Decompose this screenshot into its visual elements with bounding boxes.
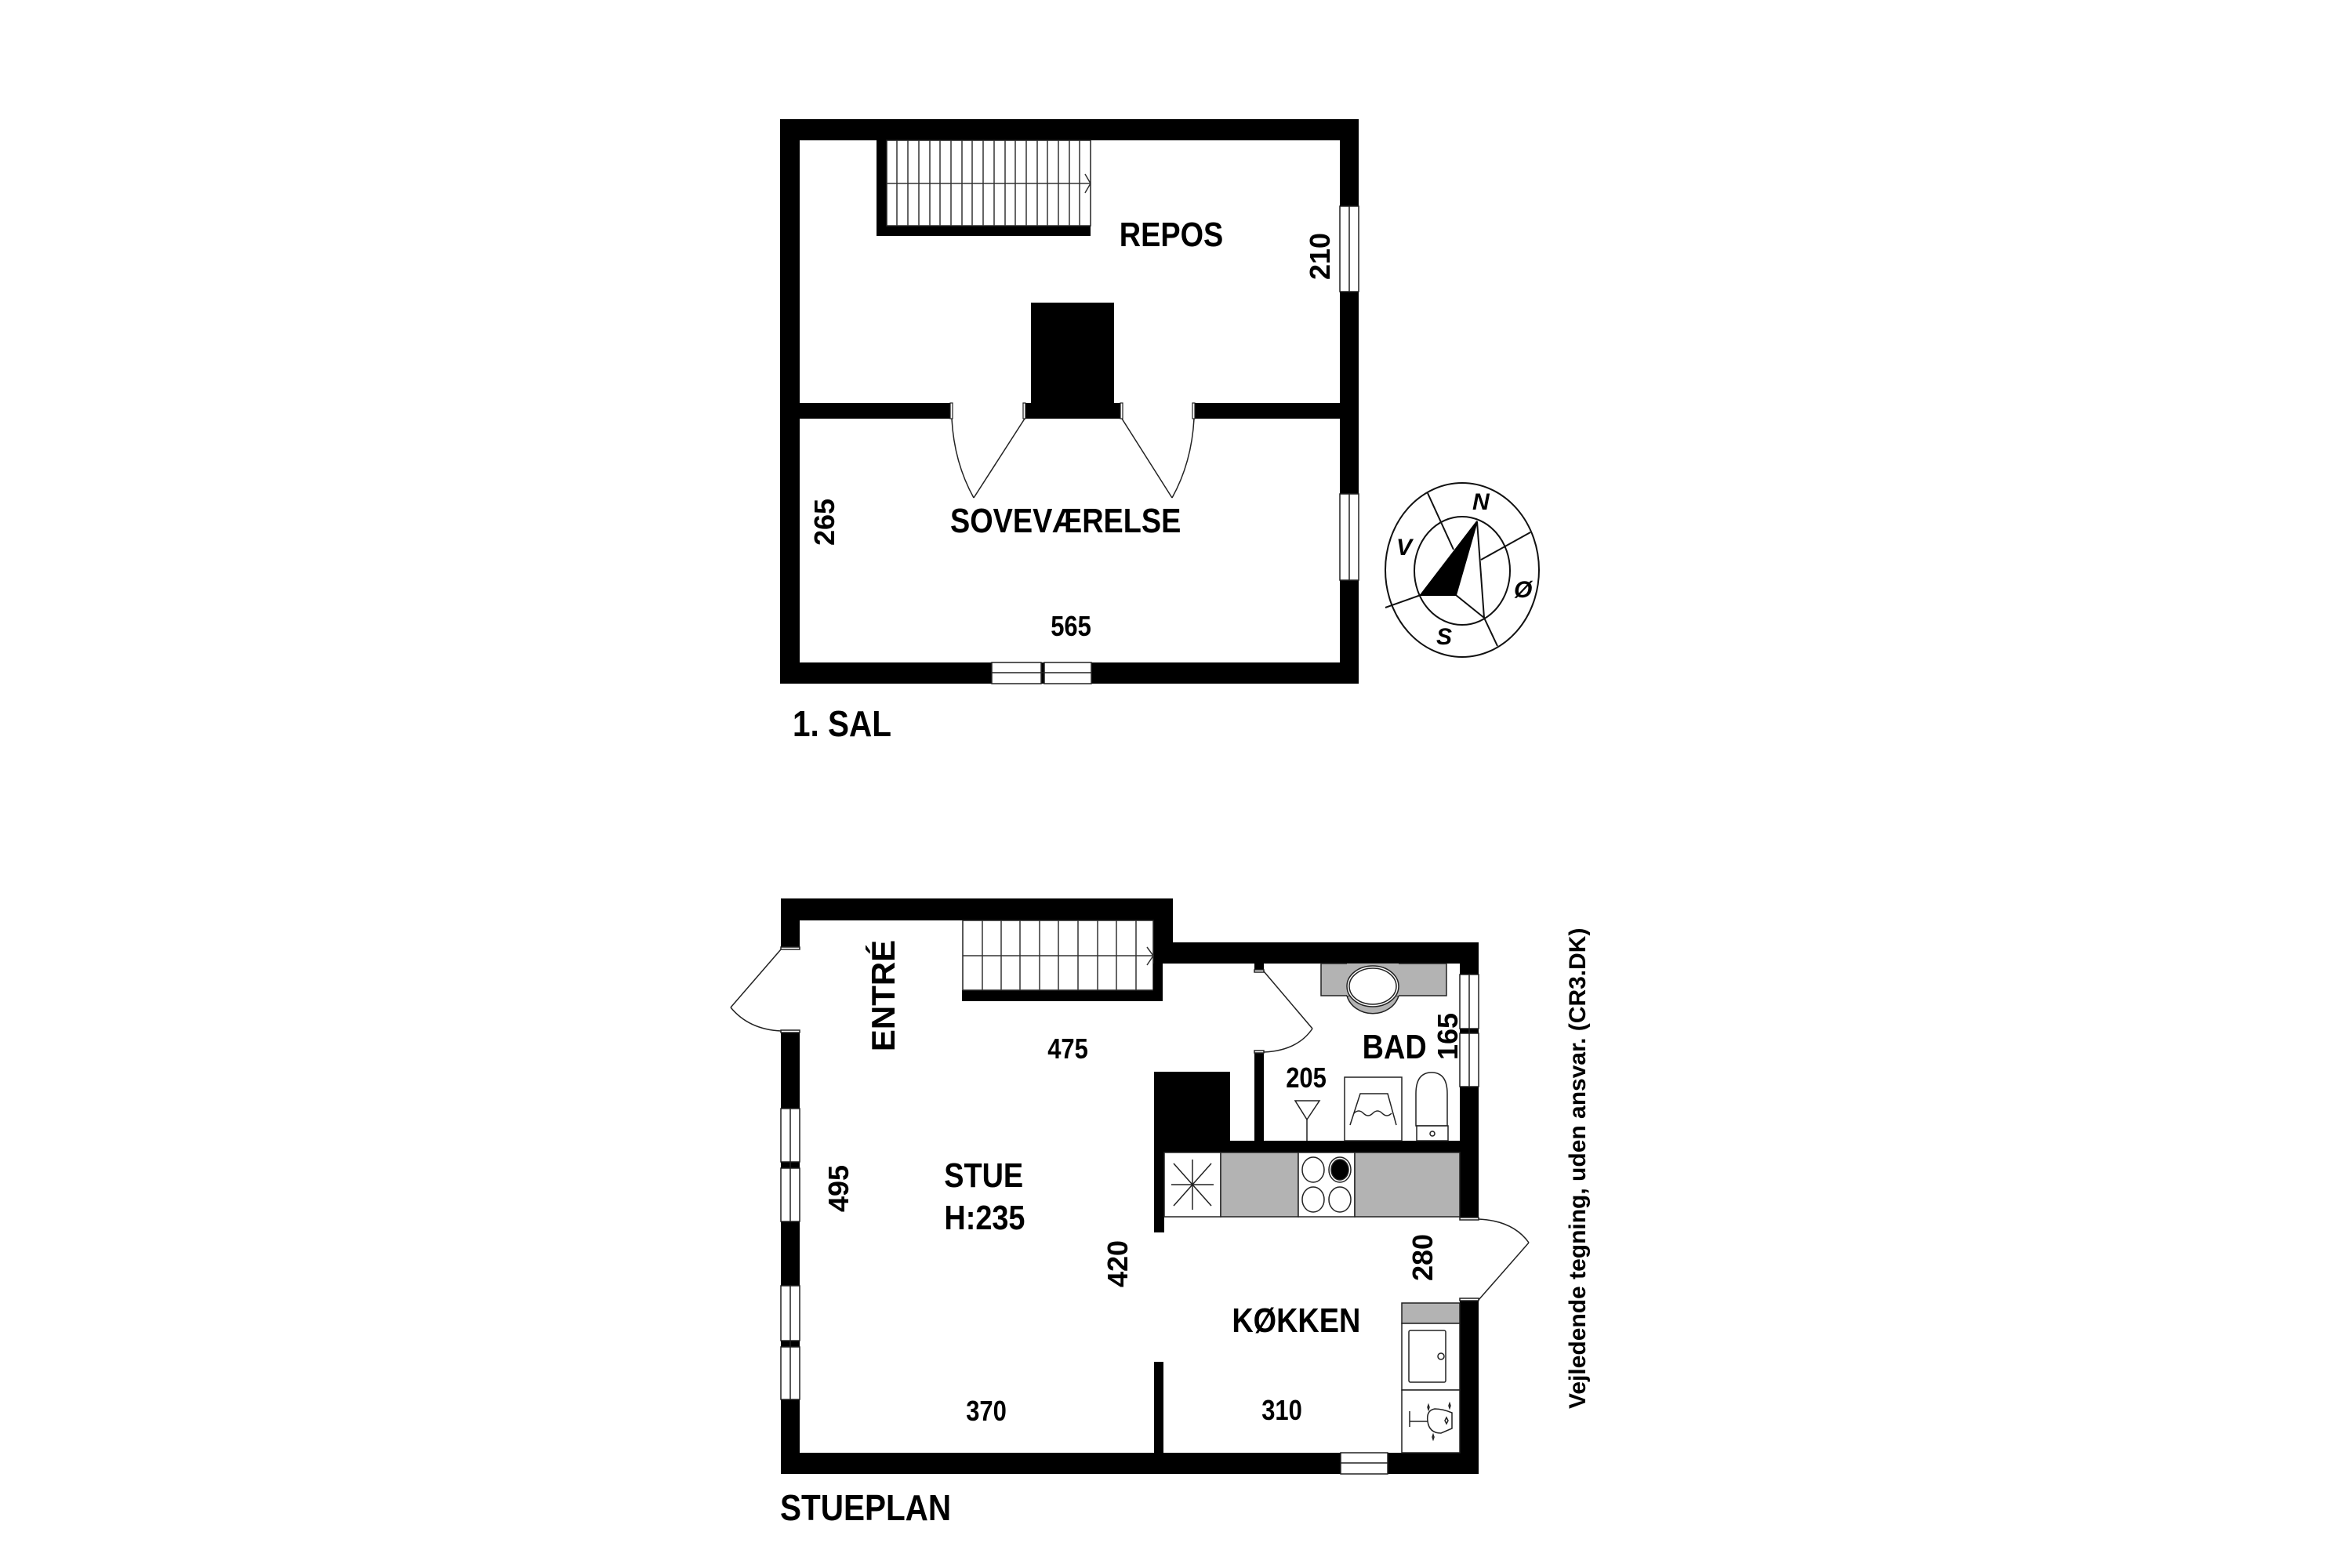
- bath-door: [1254, 969, 1313, 1054]
- room-label-entre: ENTRÉ: [865, 939, 902, 1052]
- room-height-label: H:235: [944, 1199, 1025, 1237]
- ground-wall-top-left: [781, 898, 1173, 920]
- bath-wall-left-stub: [1254, 964, 1264, 971]
- ground-wall-right-a: [1460, 942, 1479, 975]
- bath-toilet: [1415, 1072, 1449, 1142]
- ground-window-left-2: [780, 1285, 800, 1400]
- disclaimer-note: Vejledende tegning, uden ansvar. (CR3.DK…: [1565, 927, 1591, 1409]
- room-label-kokken: KØKKEN: [1232, 1301, 1361, 1340]
- dishwasher-icon: [1409, 1401, 1453, 1442]
- ground-wall-bottom-a: [781, 1453, 1341, 1474]
- kitchen-wall-stub-left: [1154, 1141, 1164, 1232]
- dimension-label-495: 495: [822, 1164, 855, 1213]
- kitchen-counter-right-run: [1401, 1302, 1461, 1454]
- kitchen-sink-icon: [1408, 1330, 1446, 1383]
- dimension-label-210: 210: [1304, 232, 1337, 281]
- floor-title-1-sal: 1. SAL: [793, 703, 891, 744]
- upper-floor-plan: [780, 119, 1359, 684]
- upper-wall-bottom-a: [780, 662, 992, 684]
- ground-wall-right-c: [1460, 1300, 1479, 1474]
- compass-east-label: Ø: [1514, 577, 1533, 603]
- upper-window-right-top: [1339, 205, 1359, 292]
- dimension-label-310: 310: [1261, 1394, 1302, 1426]
- compass-south-label: S: [1436, 624, 1453, 650]
- dimension-label-280: 280: [1406, 1233, 1439, 1282]
- floor-title-stueplan: STUEPLAN: [780, 1487, 952, 1528]
- dimension-label-565: 565: [1051, 610, 1091, 642]
- bath-wall-bottom: [1164, 1141, 1460, 1152]
- bath-washing-machine: [1344, 1076, 1403, 1142]
- room-label-stue: STUE: [944, 1156, 1024, 1195]
- dimension-label-420: 420: [1102, 1240, 1134, 1288]
- bath-shower-drain: [1294, 1100, 1321, 1141]
- upper-wall-right-a: [1340, 119, 1359, 206]
- upper-wall-top: [780, 119, 1359, 140]
- ground-window-bath: [1459, 974, 1479, 1087]
- kitchen-partition-stub: [1154, 1362, 1163, 1453]
- room-label-sovevaerelse: SOVEVÆRELSE: [949, 502, 1181, 540]
- ground-window-kitchen: [1340, 1452, 1388, 1475]
- upper-wall-bottom-c: [1091, 662, 1359, 684]
- compass-rose: [1385, 482, 1540, 658]
- upper-door-left: [951, 418, 1025, 499]
- upper-interior-wall-left: [800, 403, 950, 419]
- upper-wall-left: [780, 119, 800, 684]
- upper-interior-wall-right: [1194, 403, 1340, 419]
- upper-window-right-bottom: [1339, 493, 1359, 581]
- ground-wall-right-b: [1460, 1087, 1479, 1218]
- kitchen-counter-top-run: [1163, 1152, 1461, 1218]
- kitchen-back-door: [1459, 1217, 1530, 1301]
- bath-sink-counter: [1320, 963, 1447, 1014]
- dimension-label-265: 265: [808, 498, 841, 546]
- dimension-label-475: 475: [1047, 1033, 1088, 1065]
- dimension-label-370: 370: [966, 1395, 1007, 1427]
- upper-wall-right-b: [1340, 292, 1359, 494]
- upper-chimney: [1031, 303, 1114, 419]
- ground-wall-left-b: [781, 1031, 800, 1109]
- dimension-label-205: 205: [1286, 1062, 1327, 1094]
- room-label-bad: BAD: [1362, 1028, 1427, 1066]
- compass-west-label: V: [1396, 535, 1413, 561]
- upper-door-right: [1121, 418, 1195, 499]
- upper-window-bottom: [991, 662, 1092, 684]
- ground-wall-left-a: [781, 898, 800, 949]
- ground-staircase: [962, 920, 1163, 1001]
- ground-wall-left-c: [781, 1221, 800, 1286]
- compass-north-label: N: [1472, 489, 1490, 515]
- bath-wall-left: [1254, 1053, 1264, 1141]
- dimension-label-165: 165: [1432, 1012, 1465, 1061]
- fridge-freezer-icon: [1171, 1160, 1214, 1210]
- ground-wall-top-right: [1153, 942, 1479, 964]
- room-label-repos: REPOS: [1119, 216, 1224, 254]
- entrance-door: [730, 946, 800, 1033]
- ground-window-left-1: [780, 1108, 800, 1222]
- upper-staircase: [877, 140, 1091, 236]
- ground-chimney: [1154, 1072, 1230, 1141]
- stove-hob-icon: [1301, 1156, 1352, 1213]
- ground-floor-plan: [730, 898, 1530, 1475]
